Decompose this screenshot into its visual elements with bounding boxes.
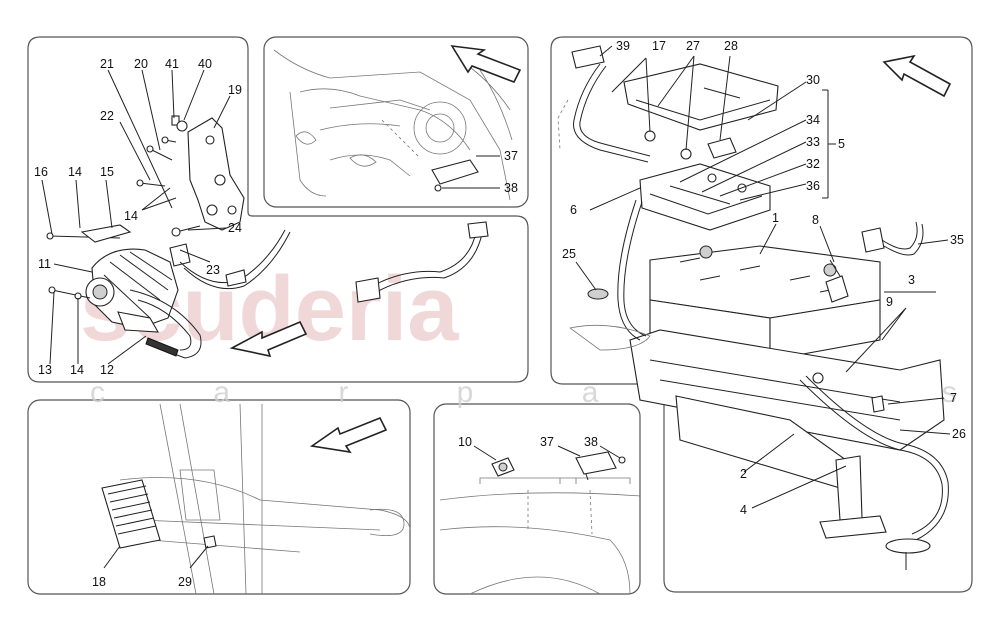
callout-4: 4 [740,503,747,517]
callout-14c: 14 [70,363,84,377]
callout-14b: 14 [124,209,138,223]
callout-32: 32 [806,157,820,171]
control-unit-illustration [101,403,411,595]
callout-34: 34 [806,113,820,127]
callout-8: 8 [812,213,819,227]
callout-18: 18 [92,575,106,589]
callout-14a: 14 [68,165,82,179]
panel5-callouts: 10 37 38 [458,435,621,461]
callout-22: 22 [100,109,114,123]
panel1-callouts [41,69,231,365]
callout-13: 13 [38,363,52,377]
callout-21: 21 [100,57,114,71]
callout-30: 30 [806,73,820,87]
callout-36: 36 [806,179,820,193]
callout-23: 23 [206,263,220,277]
callout-41: 41 [165,57,179,71]
callout-15: 15 [100,165,114,179]
panel2-callouts: 37 38 [442,149,518,195]
callout-27: 27 [686,39,700,53]
callout-29: 29 [178,575,192,589]
panel6-callouts [575,45,951,509]
callout-33: 33 [806,135,820,149]
direction-arrow-up-left [882,54,952,98]
callout-40: 40 [198,57,212,71]
callout-20: 20 [134,57,148,71]
callout-1: 1 [772,211,779,225]
callout-17: 17 [652,39,666,53]
callout-35: 35 [950,233,964,247]
callout-5: 5 [838,137,845,151]
panel1-label-texts: 21 20 41 40 19 22 16 14 15 14 24 23 11 1… [34,57,242,377]
callout-7: 7 [950,391,957,405]
callout-3: 3 [908,273,915,287]
sensor-roof-illustration [439,451,641,595]
engine-bay-illustration [273,44,522,201]
callout-26: 26 [952,427,966,441]
direction-arrow-up-right [450,44,522,84]
battery-assembly [557,45,952,570]
direction-arrow-left [229,320,308,358]
callout-12: 12 [100,363,114,377]
callout-11: 11 [38,257,51,271]
callout-37-roof: 37 [540,435,554,449]
callout-24: 24 [228,221,242,235]
panel4-callouts: 18 29 [92,545,209,589]
callout-25: 25 [562,247,576,261]
callout-37-bay: 37 [504,149,518,163]
callout-19: 19 [228,83,242,97]
panel6-label-texts: 39 17 27 28 30 5 34 33 32 36 6 1 8 35 25… [562,39,966,517]
alternator-assembly [46,115,489,359]
callout-16: 16 [34,165,48,179]
callout-2: 2 [740,467,747,481]
panel-sensor-roof[interactable] [433,403,641,595]
callout-28: 28 [724,39,738,53]
callout-9: 9 [886,295,893,309]
callout-10: 10 [458,435,472,449]
callout-6: 6 [570,203,577,217]
callout-39: 39 [616,39,630,53]
direction-arrow-down-left [309,416,388,454]
callout-38-roof: 38 [584,435,598,449]
callout-38-bay: 38 [504,181,518,195]
